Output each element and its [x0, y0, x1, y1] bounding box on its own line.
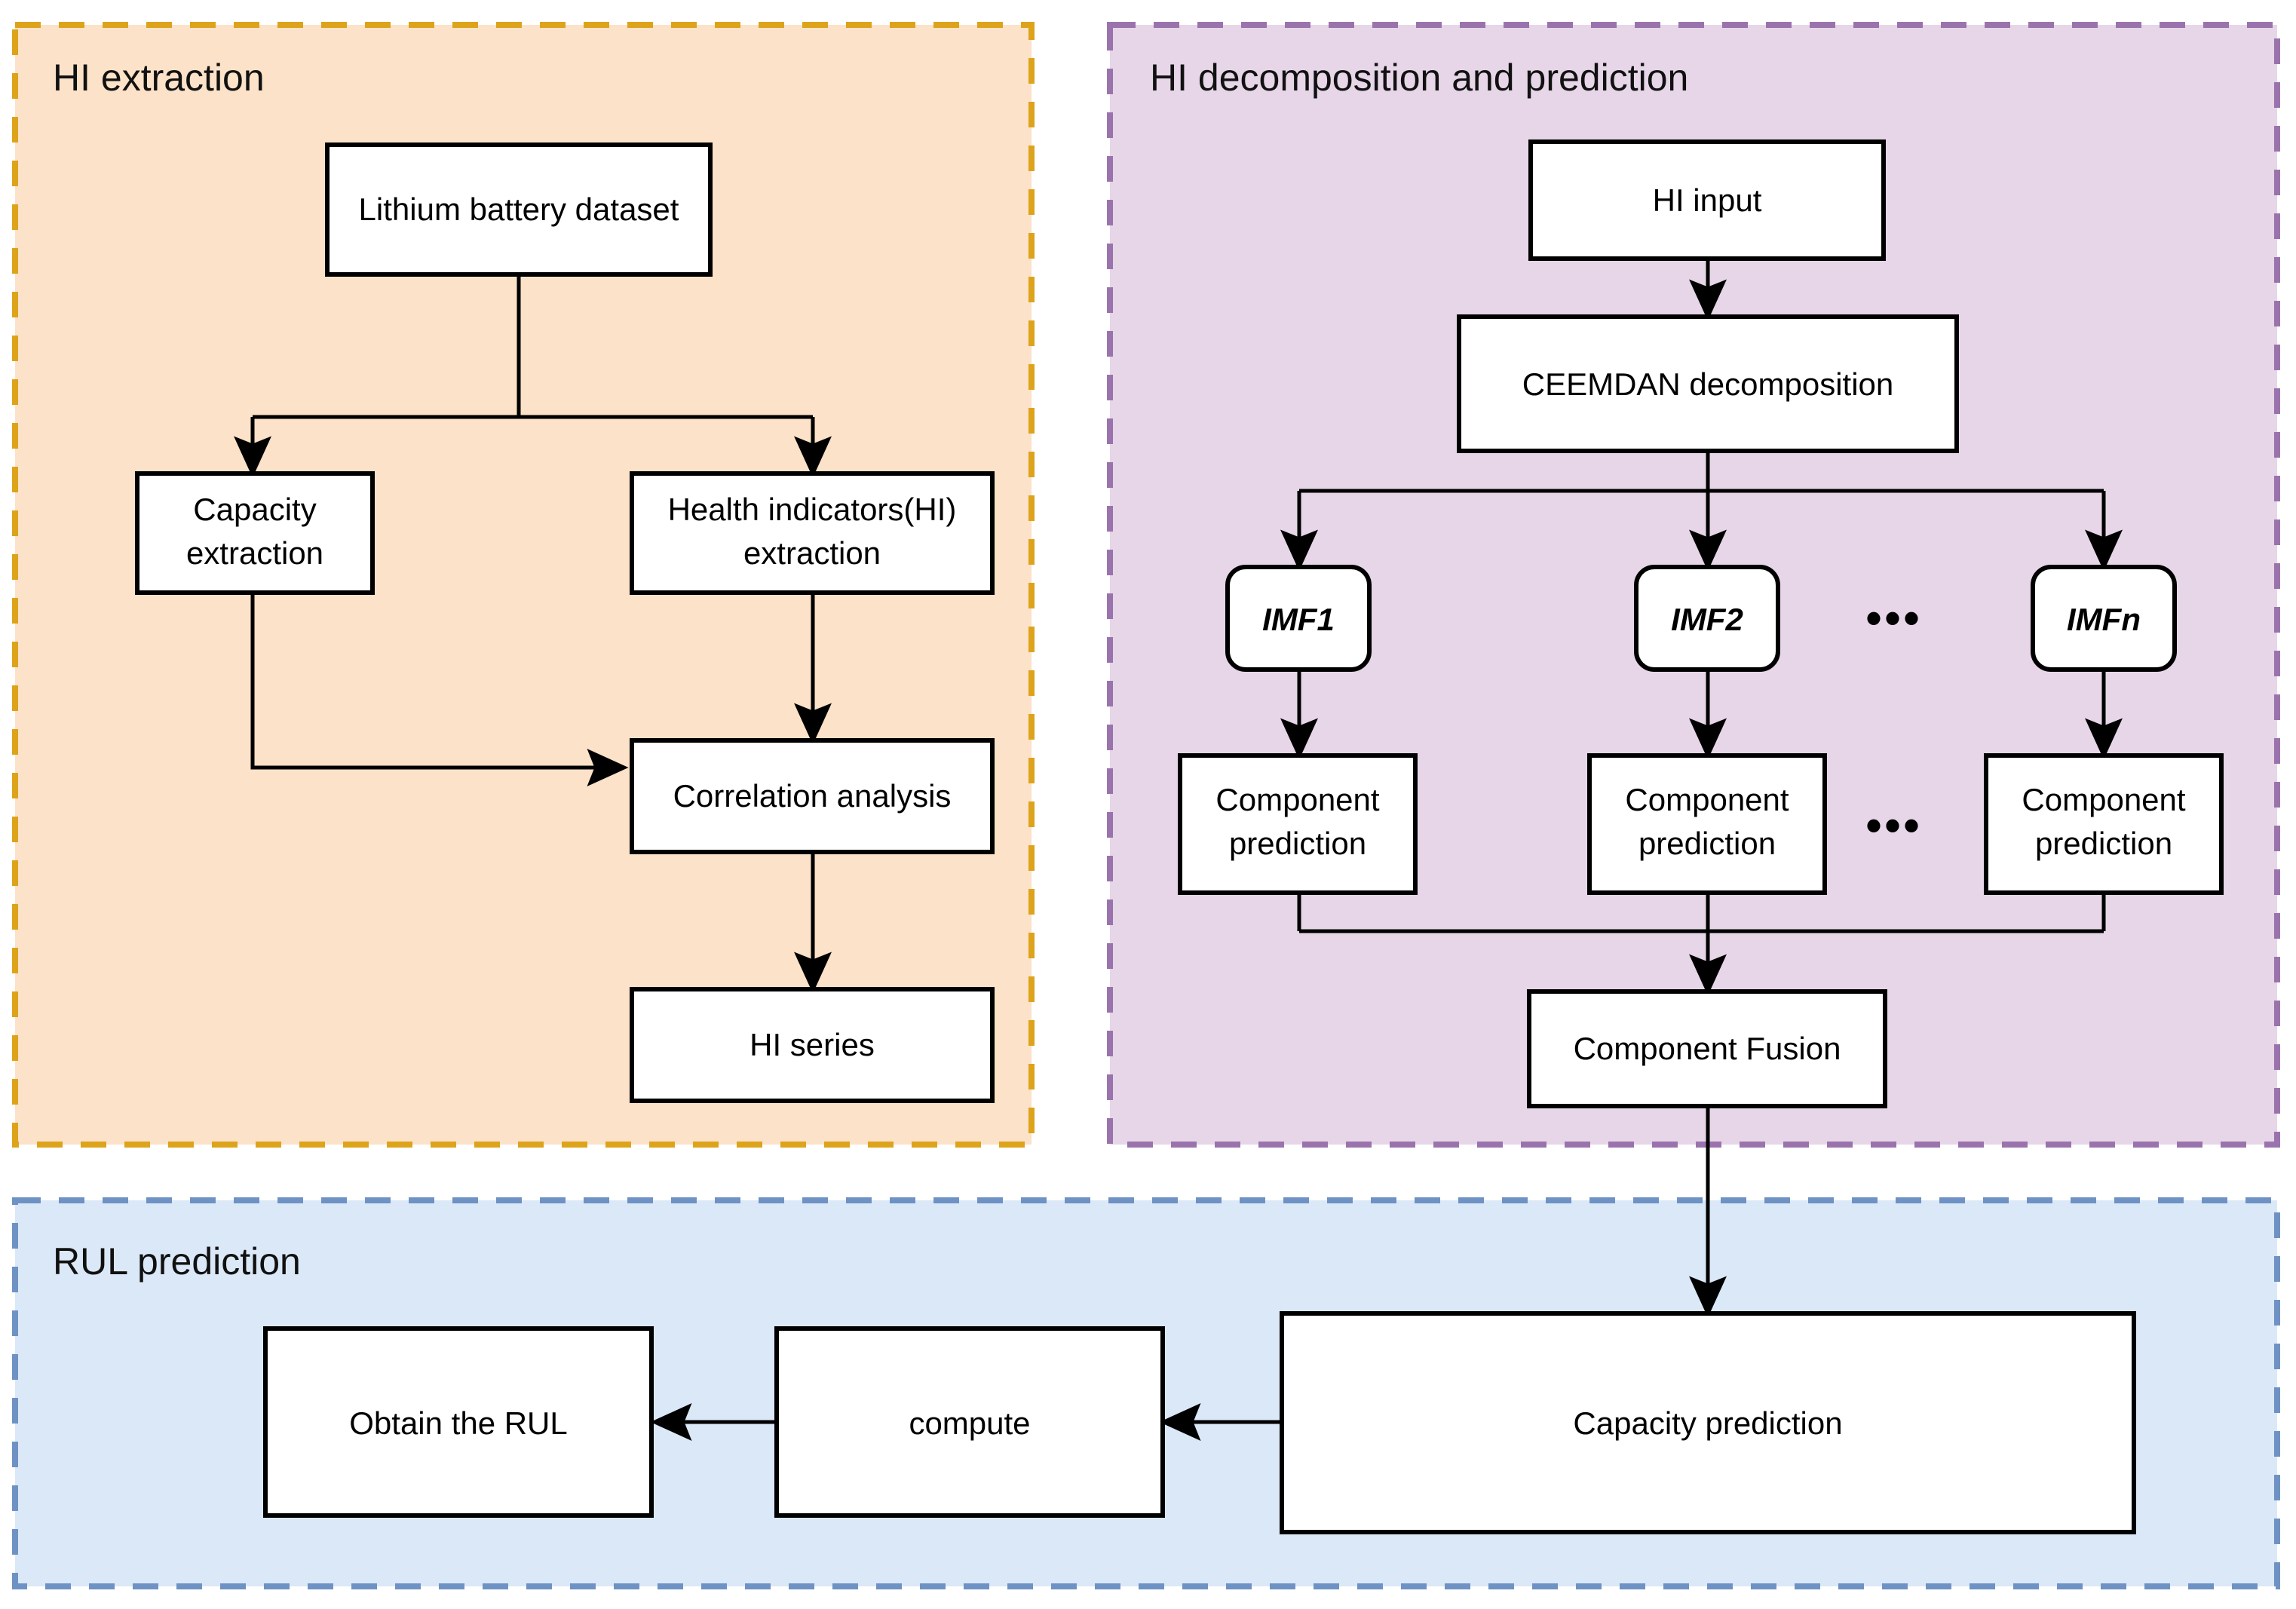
node-label-health-indicators-line1: Health indicators(HI) — [668, 492, 957, 527]
node-label-hi-input: HI input — [1653, 182, 1762, 218]
node-label-hi-series: HI series — [749, 1027, 875, 1062]
node-imfn[interactable]: IMFn — [2031, 565, 2177, 672]
node-label-component-prediction-n-line1: Component — [2022, 782, 2185, 817]
node-component-prediction-n[interactable]: Component prediction — [1984, 753, 2224, 895]
node-label-ceemdan-decomposition: CEEMDAN decomposition — [1522, 366, 1894, 402]
node-capacity-prediction[interactable]: Capacity prediction — [1280, 1311, 2136, 1534]
node-ceemdan-decomposition[interactable]: CEEMDAN decomposition — [1457, 314, 1959, 453]
connector-capacity-to-correlation — [250, 593, 629, 786]
ellipsis-component-row: ••• — [1865, 800, 1922, 850]
node-compute[interactable]: compute — [774, 1326, 1165, 1518]
node-capacity-extraction[interactable]: Capacity extraction — [135, 471, 375, 595]
ellipsis-imf-row: ••• — [1865, 593, 1922, 643]
panel-title-rul-prediction: RUL prediction — [53, 1240, 301, 1283]
node-label-component-prediction-1-line2: prediction — [1229, 826, 1366, 861]
node-component-prediction-1[interactable]: Component prediction — [1178, 753, 1418, 895]
node-correlation-analysis[interactable]: Correlation analysis — [630, 738, 995, 854]
node-label-imfn: IMFn — [2067, 602, 2141, 637]
node-component-prediction-2[interactable]: Component prediction — [1587, 753, 1827, 895]
node-label-lithium-battery-dataset: Lithium battery dataset — [359, 192, 679, 227]
node-component-fusion[interactable]: Component Fusion — [1527, 989, 1887, 1108]
node-hi-input[interactable]: HI input — [1528, 139, 1886, 261]
node-label-obtain-the-rul: Obtain the RUL — [349, 1405, 568, 1441]
node-obtain-the-rul[interactable]: Obtain the RUL — [263, 1326, 654, 1518]
node-label-correlation-analysis: Correlation analysis — [673, 778, 952, 814]
node-label-component-prediction-1-line1: Component — [1215, 782, 1379, 817]
node-lithium-battery-dataset[interactable]: Lithium battery dataset — [325, 143, 713, 277]
node-label-capacity-extraction-line2: extraction — [186, 535, 323, 571]
node-imf1[interactable]: IMF1 — [1225, 565, 1372, 672]
node-label-capacity-prediction: Capacity prediction — [1573, 1405, 1842, 1441]
panel-title-hi-extraction: HI extraction — [53, 57, 265, 99]
node-label-imf1: IMF1 — [1262, 602, 1335, 637]
node-hi-series[interactable]: HI series — [630, 987, 995, 1103]
node-imf2[interactable]: IMF2 — [1634, 565, 1780, 672]
node-label-component-prediction-n-line2: prediction — [2035, 826, 2172, 861]
node-label-capacity-extraction-line1: Capacity — [193, 492, 316, 527]
node-label-component-prediction-2-line2: prediction — [1638, 826, 1776, 861]
panel-title-hi-decomposition: HI decomposition and prediction — [1150, 57, 1688, 99]
node-health-indicators-extraction[interactable]: Health indicators(HI) extraction — [630, 471, 995, 595]
node-label-health-indicators-line2: extraction — [743, 535, 881, 571]
node-label-imf2: IMF2 — [1671, 602, 1743, 637]
node-label-component-prediction-2-line1: Component — [1625, 782, 1789, 817]
node-label-compute: compute — [909, 1405, 1030, 1441]
node-label-component-fusion: Component Fusion — [1574, 1031, 1841, 1066]
